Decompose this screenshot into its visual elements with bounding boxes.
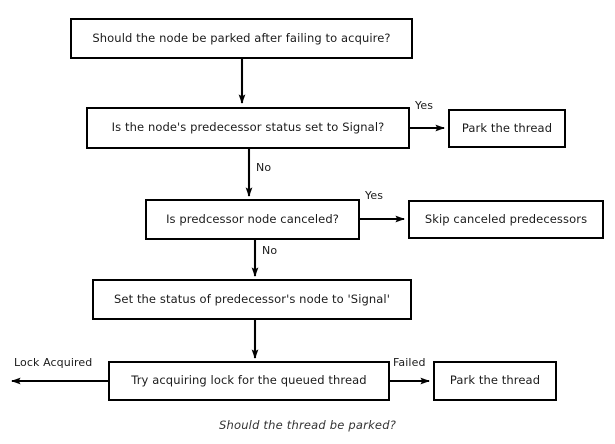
- node-label: Is predcessor node canceled?: [166, 211, 339, 226]
- node-label: Skip canceled predecessors: [424, 211, 588, 226]
- edge-label-no-signal: No: [256, 161, 272, 174]
- node-should-park-node[interactable]: Should the node be parked after failing …: [70, 18, 413, 59]
- node-label: Try acquiring lock for the queued thread: [131, 373, 367, 388]
- node-park-thread-bottom[interactable]: Park the thread: [433, 361, 557, 401]
- diagram-caption: Should the thread be parked?: [218, 418, 397, 432]
- node-try-acquiring-lock[interactable]: Try acquiring lock for the queued thread: [108, 361, 390, 401]
- edge-label-lock-acquired: Lock Acquired: [14, 356, 93, 369]
- edge-label-yes-signal: Yes: [415, 99, 434, 112]
- edge-label-failed: Failed: [393, 356, 426, 369]
- node-label: Park the thread: [461, 120, 553, 135]
- node-label: Should the node be parked after failing …: [92, 30, 391, 45]
- edge-label-no-canceled: No: [262, 244, 278, 257]
- node-is-predecessor-canceled[interactable]: Is predcessor node canceled?: [145, 199, 360, 240]
- node-skip-canceled-predecessors[interactable]: Skip canceled predecessors: [408, 200, 604, 239]
- node-park-thread-top[interactable]: Park the thread: [448, 109, 566, 148]
- node-label: Set the status of predecessor's node to …: [114, 291, 390, 306]
- edge-label-yes-canceled: Yes: [365, 189, 384, 202]
- node-label: Park the thread: [449, 373, 541, 388]
- node-is-predecessor-signal[interactable]: Is the node's predecessor status set to …: [86, 107, 410, 149]
- node-label: Is the node's predecessor status set to …: [111, 120, 385, 135]
- node-set-status-signal[interactable]: Set the status of predecessor's node to …: [92, 279, 412, 320]
